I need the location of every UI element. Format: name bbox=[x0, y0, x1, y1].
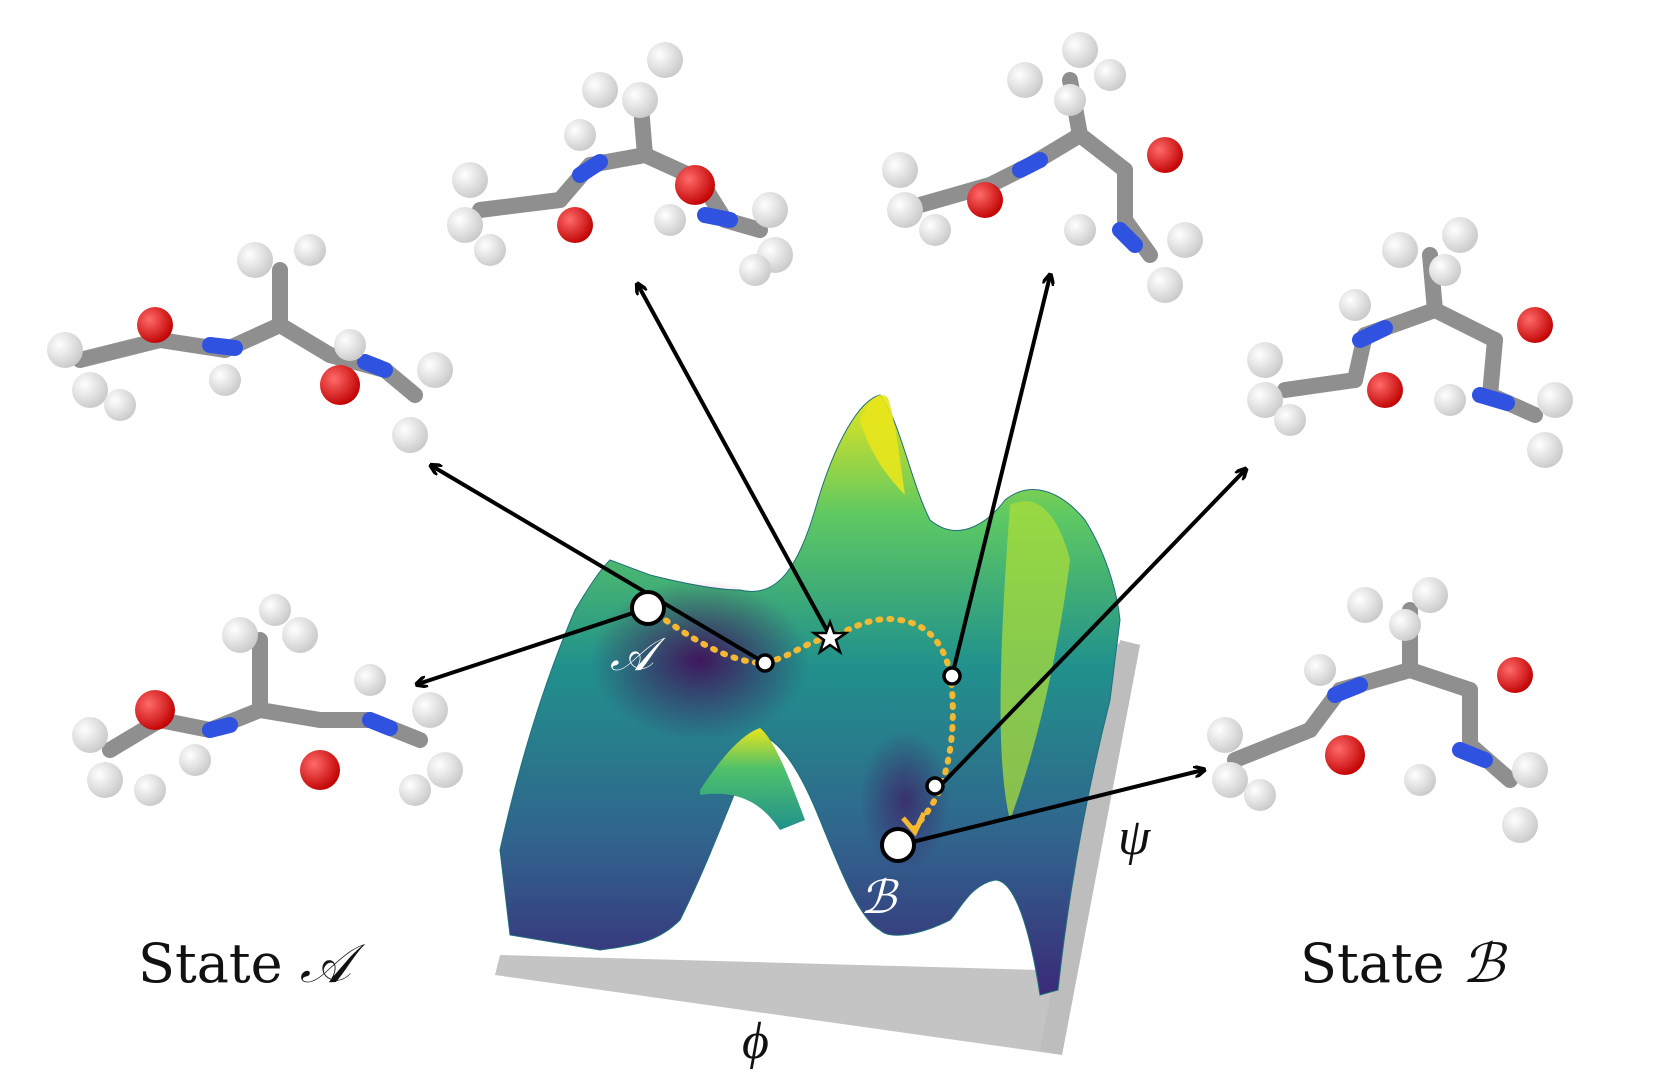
state-b-caption-symbol: ℬ bbox=[1461, 934, 1505, 994]
state-b-conformation bbox=[1207, 577, 1548, 843]
state-a-conformation bbox=[72, 594, 463, 806]
state-a-marker bbox=[630, 590, 666, 626]
phi-axis-label: ϕ bbox=[742, 1013, 769, 1070]
psi-axis-label: ψ bbox=[1118, 809, 1151, 866]
state-a-caption-symbol: 𝒜 bbox=[299, 934, 351, 994]
arrow-to-state-b bbox=[899, 770, 1203, 847]
state-b-caption: State ℬ bbox=[1300, 932, 1504, 995]
arrow-to-top-right bbox=[950, 276, 1050, 677]
arrow-to-left-intermediate bbox=[432, 466, 767, 665]
transition-state-star bbox=[810, 618, 850, 656]
right-ridge bbox=[1000, 501, 1070, 820]
top-right-conformation bbox=[882, 32, 1203, 303]
intermediate-marker-2 bbox=[942, 666, 962, 686]
right-intermediate-conformation bbox=[1247, 217, 1573, 468]
floor-back bbox=[1040, 640, 1140, 1055]
front-ridge bbox=[700, 728, 805, 830]
state-b-marker bbox=[880, 827, 916, 863]
arrow-to-state-a bbox=[418, 606, 649, 684]
left-intermediate-conformation bbox=[47, 234, 453, 453]
arrow-to-top-left bbox=[638, 285, 832, 637]
intermediate-marker-1 bbox=[755, 653, 775, 673]
state-b-point-label: ℬ bbox=[860, 872, 897, 923]
state-a-caption-prefix: State bbox=[138, 932, 283, 995]
state-a-caption: State 𝒜 bbox=[138, 932, 351, 996]
basin-b bbox=[860, 730, 950, 870]
state-a-point-label: 𝒜 bbox=[610, 629, 654, 680]
arrow-to-right-intermediate bbox=[938, 470, 1245, 788]
state-b-caption-prefix: State bbox=[1300, 932, 1445, 995]
arrows bbox=[418, 276, 1245, 847]
intermediate-marker-3 bbox=[925, 776, 945, 796]
central-peak bbox=[860, 394, 905, 495]
path-arrowhead bbox=[901, 811, 927, 837]
top-left-conformation bbox=[447, 42, 793, 286]
